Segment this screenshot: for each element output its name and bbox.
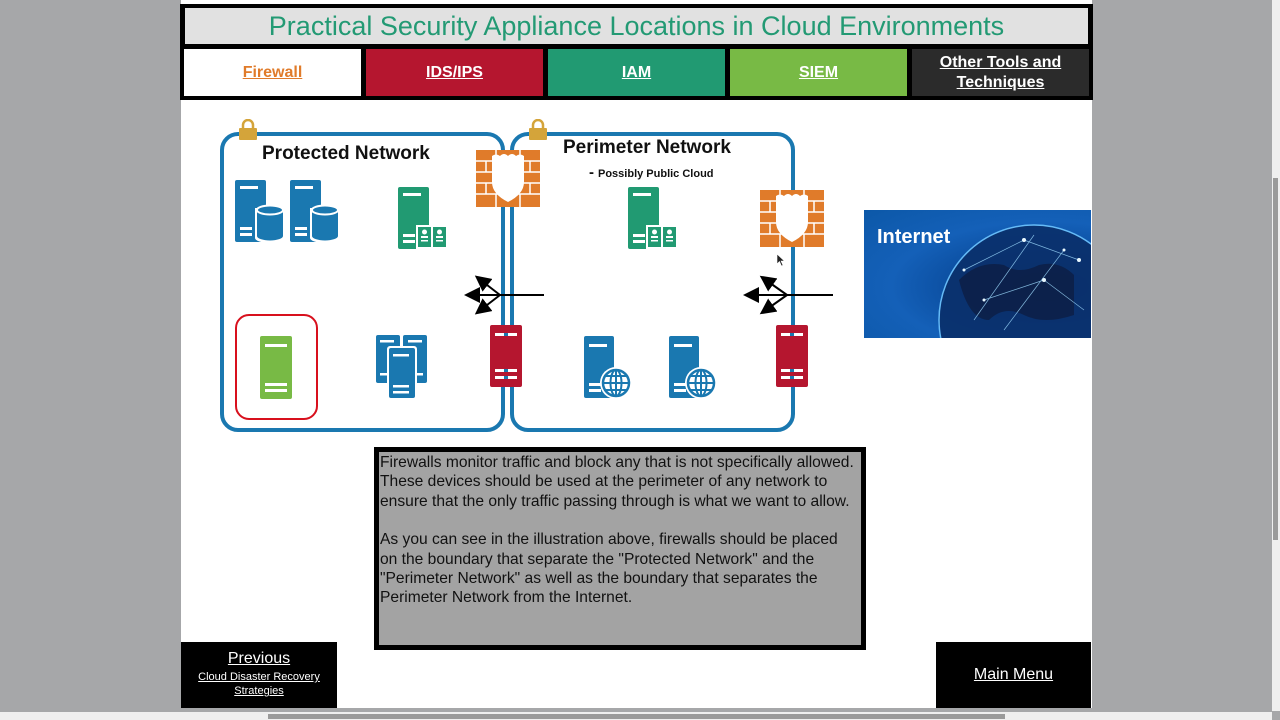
tab-firewall[interactable]: Firewall [184, 49, 361, 96]
siem-highlight-box [235, 314, 318, 420]
horizontal-scrollbar[interactable] [0, 712, 1272, 720]
firewall-icon [760, 190, 824, 247]
web-server-icon [584, 336, 632, 399]
protected-network-label: Protected Network [262, 143, 430, 164]
ids-appliance-icon [490, 325, 522, 387]
tab-other-tools[interactable]: Other Tools and Techniques [912, 49, 1089, 96]
perimeter-network-label: Perimeter Network [563, 137, 731, 158]
mouse-cursor-icon [776, 253, 786, 267]
siem-server-icon [260, 336, 292, 399]
previous-title: Cloud Disaster Recovery Strategies [198, 671, 320, 697]
tab-bar: Firewall IDS/IPS IAM SIEM Other Tools an… [184, 49, 1089, 96]
perimeter-network-box [510, 132, 795, 432]
sublabel-text: Possibly Public Cloud [598, 168, 714, 180]
web-server-icon [669, 336, 717, 399]
sublabel-dash: - [589, 164, 594, 181]
tab-siem[interactable]: SIEM [730, 49, 907, 96]
lock-icon [239, 119, 257, 140]
perimeter-network-sublabel: -Possibly Public Cloud [589, 164, 714, 181]
description-paragraph: As you can see in the illustration above… [380, 531, 838, 607]
directory-server-icon [398, 187, 448, 249]
database-server-icon [235, 180, 285, 243]
traffic-arrows-icon [464, 275, 544, 315]
lock-icon [529, 119, 547, 140]
header: Practical Security Appliance Locations i… [180, 4, 1093, 100]
previous-label: Previous [227, 650, 291, 667]
tab-ids-ips[interactable]: IDS/IPS [366, 49, 543, 96]
page-title: Practical Security Appliance Locations i… [268, 10, 1005, 41]
main-menu-button[interactable]: Main Menu [936, 642, 1091, 708]
globe-icon [938, 224, 1091, 338]
tab-iam[interactable]: IAM [548, 49, 725, 96]
firewall-icon [476, 150, 540, 207]
directory-server-icon [628, 187, 678, 249]
horizontal-scrollbar-thumb[interactable] [268, 714, 1005, 719]
description-box: Firewalls monitor traffic and block any … [374, 447, 866, 650]
database-server-icon [290, 180, 340, 243]
vertical-scrollbar[interactable] [1272, 0, 1280, 711]
protected-network-box [220, 132, 505, 432]
title-bar: Practical Security Appliance Locations i… [185, 8, 1088, 44]
description-paragraph: Firewalls monitor traffic and block any … [380, 454, 854, 510]
internet-image: Internet [864, 210, 1091, 338]
traffic-arrows-icon [743, 275, 833, 315]
ids-appliance-icon [776, 325, 808, 387]
internet-label: Internet [877, 226, 951, 248]
server-cluster-icon [376, 335, 427, 399]
vertical-scrollbar-thumb[interactable] [1273, 178, 1278, 540]
previous-button[interactable]: Previous Cloud Disaster Recovery Strateg… [181, 642, 337, 708]
